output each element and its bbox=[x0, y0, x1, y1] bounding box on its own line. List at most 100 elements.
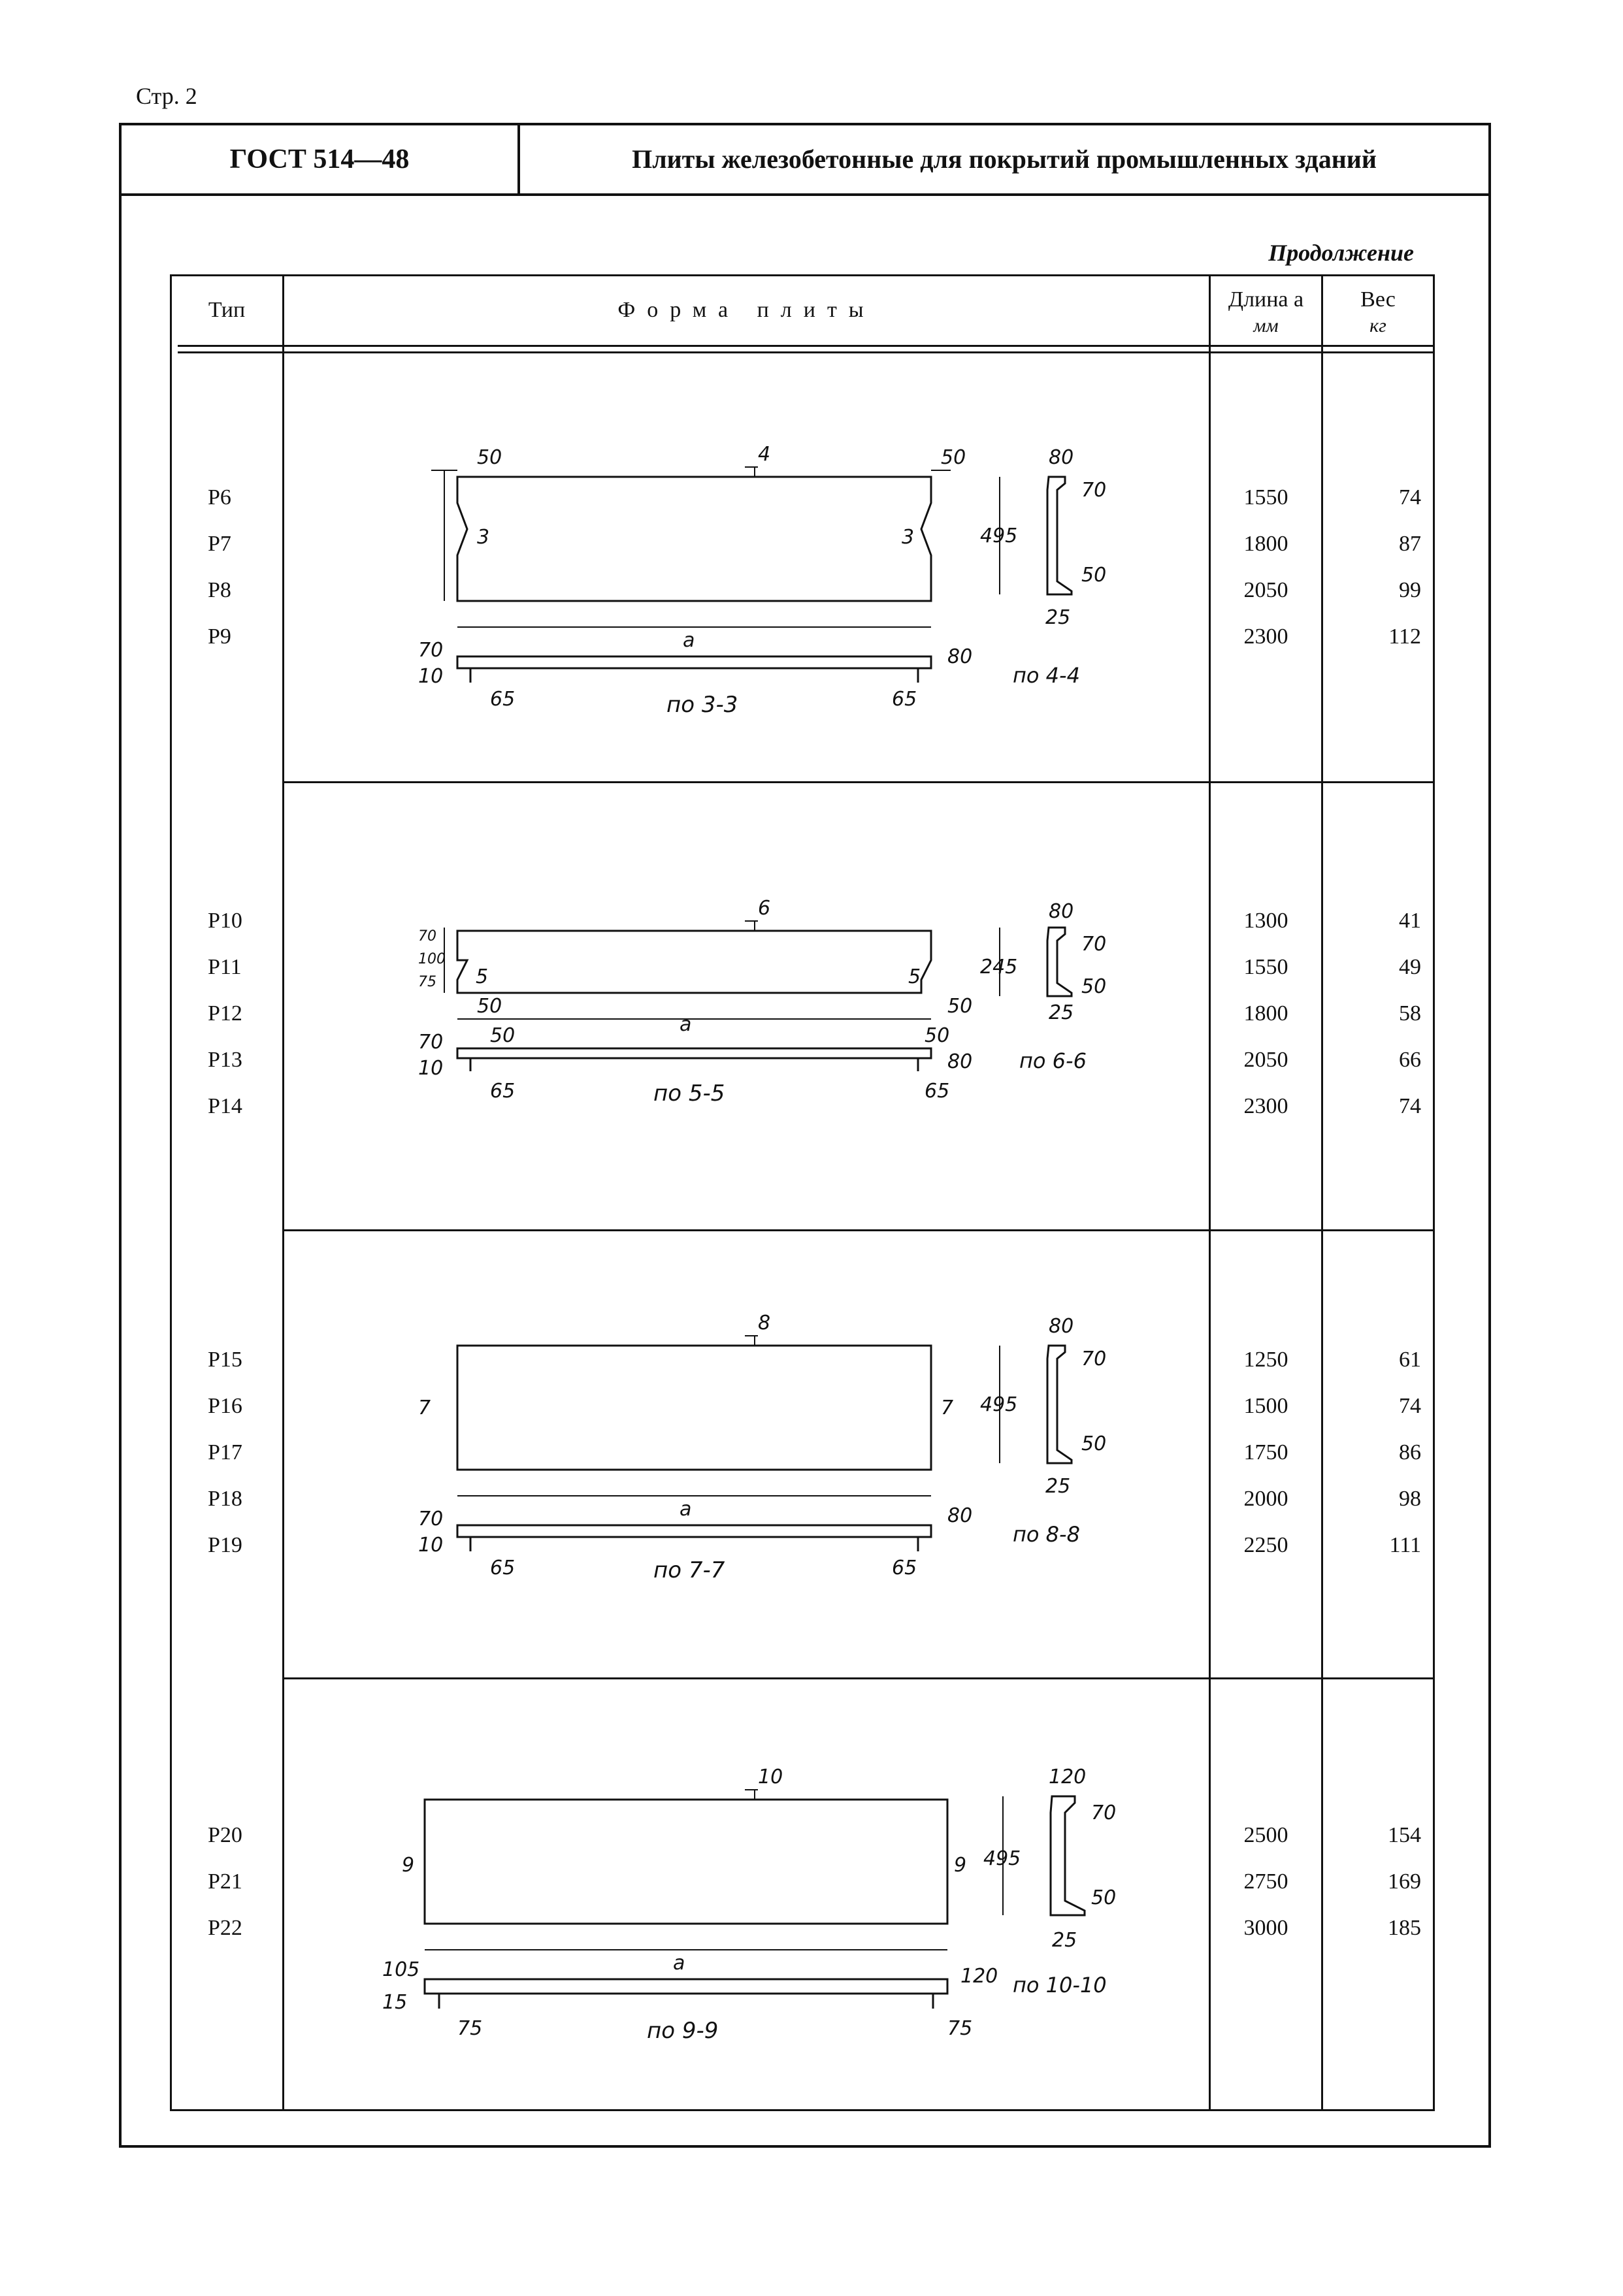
dim-label: 65 bbox=[925, 1080, 949, 1103]
cut-label: 8 bbox=[758, 1312, 770, 1334]
slab-table bbox=[170, 274, 1435, 2111]
dim-label: 245 bbox=[980, 956, 1017, 978]
type-cell: P13 bbox=[208, 1048, 242, 1072]
length-cell: 1250 bbox=[1243, 1348, 1288, 1372]
type-cell: P9 bbox=[208, 624, 231, 649]
dim-label: 120 bbox=[960, 1965, 998, 1988]
dim-label: 80 bbox=[947, 1050, 972, 1073]
dim-label: 50 bbox=[1091, 1886, 1116, 1909]
type-cell: P10 bbox=[208, 909, 242, 933]
dim-label: 75 bbox=[947, 2017, 972, 2040]
section-label: по 9-9 bbox=[647, 2018, 718, 2044]
dim-label: 50 bbox=[477, 446, 502, 469]
dim-label: 70 bbox=[1081, 933, 1106, 956]
drawing-group-3: 8 7 7 a 70 10 65 65 80 по 7-7 по 8-8 80 … bbox=[418, 1312, 1106, 1581]
col-header-length: Длина а bbox=[1211, 287, 1321, 312]
dim-label: 80 bbox=[947, 645, 972, 668]
weight-cell: 41 bbox=[1399, 909, 1421, 933]
document-code: ГОСТ 514—48 bbox=[229, 144, 410, 174]
dim-label: 65 bbox=[892, 1557, 917, 1579]
length-cell: 1500 bbox=[1243, 1394, 1288, 1418]
type-cell: P19 bbox=[208, 1533, 242, 1557]
dim-label: 50 bbox=[1081, 975, 1106, 998]
length-symbol: a bbox=[683, 629, 695, 652]
dim-label: 50 bbox=[941, 446, 966, 469]
type-cell: P22 bbox=[208, 1916, 242, 1940]
dim-label: 50 bbox=[925, 1024, 949, 1047]
length-cell: 2000 bbox=[1243, 1487, 1288, 1511]
group-2-lengths: 1300 1550 1800 2050 2300 bbox=[1211, 897, 1321, 1129]
dim-label: 25 bbox=[1045, 1475, 1070, 1498]
weight-cell: 185 bbox=[1388, 1916, 1421, 1940]
header-row bbox=[122, 125, 1488, 196]
group-2-weights: 41 49 58 66 74 bbox=[1323, 897, 1421, 1129]
weight-cell: 86 bbox=[1399, 1440, 1421, 1464]
weight-cell: 61 bbox=[1399, 1348, 1421, 1372]
dim-label: 50 bbox=[477, 995, 502, 1018]
cut-mark: 5 bbox=[476, 965, 488, 988]
elevation-view bbox=[423, 1949, 949, 2009]
length-cell: 1550 bbox=[1243, 485, 1288, 509]
plan-view bbox=[456, 1335, 932, 1471]
group-1-weights: 74 87 99 112 bbox=[1323, 474, 1421, 660]
group-4-lengths: 2500 2750 3000 bbox=[1211, 1812, 1321, 1951]
row-divider-3 bbox=[282, 1677, 1435, 1679]
weight-cell: 98 bbox=[1399, 1487, 1421, 1511]
cut-mark: 7 bbox=[418, 1397, 431, 1419]
type-cell: P21 bbox=[208, 1869, 242, 1894]
group-4-types: P20 P21 P22 bbox=[208, 1812, 273, 1951]
cross-section bbox=[1002, 1795, 1086, 1916]
length-symbol: a bbox=[680, 1498, 691, 1521]
length-cell: 1550 bbox=[1243, 955, 1288, 979]
row-divider-2 bbox=[282, 1229, 1435, 1231]
col-divider-shape bbox=[1209, 274, 1211, 2111]
dim-label: 10 bbox=[418, 1534, 443, 1557]
section-label: по 10-10 bbox=[1013, 1973, 1107, 1997]
col-divider-type bbox=[282, 274, 284, 2111]
page-frame bbox=[119, 123, 1491, 2148]
weight-cell: 99 bbox=[1399, 578, 1421, 602]
cut-mark: 3 bbox=[477, 526, 489, 549]
dim-label: 495 bbox=[980, 1393, 1017, 1416]
length-symbol: a bbox=[680, 1013, 691, 1036]
length-cell: 2050 bbox=[1243, 578, 1288, 602]
dim-label: 50 bbox=[490, 1024, 515, 1047]
col-divider-length bbox=[1321, 274, 1323, 2111]
dim-label: 50 bbox=[947, 995, 972, 1018]
elevation-view bbox=[456, 1018, 932, 1071]
group-1-lengths: 1550 1800 2050 2300 bbox=[1211, 474, 1321, 660]
section-label: по 6-6 bbox=[1019, 1048, 1087, 1073]
length-symbol: a bbox=[673, 1952, 685, 1975]
section-label: по 7-7 bbox=[653, 1557, 725, 1581]
length-cell: 2750 bbox=[1243, 1869, 1288, 1894]
dim-label: 495 bbox=[980, 525, 1017, 547]
weight-cell: 58 bbox=[1399, 1001, 1421, 1026]
header-rule-2 bbox=[178, 351, 1435, 353]
dim-label: 10 bbox=[418, 1057, 443, 1080]
type-cell: P15 bbox=[208, 1348, 242, 1372]
dim-label: 50 bbox=[1081, 1432, 1106, 1455]
dim-label: 70 bbox=[1081, 479, 1106, 502]
weight-cell: 154 bbox=[1388, 1823, 1421, 1847]
type-cell: P16 bbox=[208, 1394, 242, 1418]
cut-mark: 5 bbox=[908, 965, 921, 988]
weight-cell: 49 bbox=[1399, 955, 1421, 979]
drawing-group-4: 10 9 9 a 105 15 75 75 120 по 9-9 по 10-1… bbox=[382, 1766, 1116, 2044]
group-3-types: P15 P16 P17 P18 P19 bbox=[208, 1336, 273, 1568]
length-cell: 2050 bbox=[1243, 1048, 1288, 1072]
dim-label: 50 bbox=[1081, 564, 1106, 587]
weight-cell: 87 bbox=[1399, 532, 1421, 556]
group-2-types: P10 P11 P12 P13 P14 bbox=[208, 897, 273, 1129]
cross-section bbox=[999, 476, 1073, 596]
dim-label: 80 bbox=[947, 1504, 972, 1527]
group-1-types: P6 P7 P8 P9 bbox=[208, 474, 273, 660]
col-header-length-label: Длина а bbox=[1228, 287, 1304, 312]
length-cell: 2300 bbox=[1243, 624, 1288, 649]
cut-mark: 7 bbox=[941, 1397, 953, 1419]
type-cell: P20 bbox=[208, 1823, 242, 1847]
dim-label: 65 bbox=[490, 1557, 515, 1579]
type-cell: P7 bbox=[208, 532, 231, 556]
weight-cell: 112 bbox=[1388, 624, 1421, 649]
plan-view bbox=[431, 466, 951, 602]
dim-label: 80 bbox=[1049, 900, 1074, 923]
